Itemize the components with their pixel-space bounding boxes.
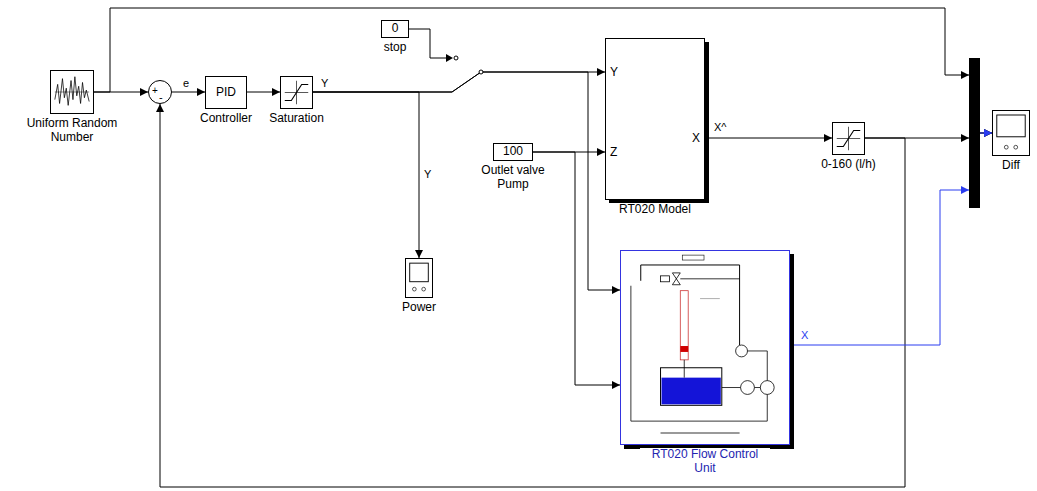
mux-input-arrow — [961, 71, 969, 79]
model-subsystem: YZXRT020 Model — [605, 38, 705, 200]
saturation-icon — [833, 123, 864, 154]
signal-line — [790, 133, 992, 345]
scope-block: Power — [405, 258, 433, 298]
signal-line — [313, 72, 605, 92]
port-label: Y — [610, 66, 618, 80]
block-label: Uniform Random Number — [22, 117, 122, 145]
switch-contact — [446, 54, 453, 62]
block-label: 0-160 (l/h) — [804, 158, 894, 172]
block-label: Diff — [986, 159, 1036, 173]
port-label: X — [692, 132, 700, 146]
signal-line — [705, 138, 832, 139]
flow-unit-illustration — [621, 251, 789, 444]
constant-block: 0stop — [381, 20, 409, 38]
signal-line — [160, 104, 905, 487]
switch-pivot — [479, 70, 483, 74]
block-label: Controller — [186, 112, 266, 126]
block-label: Saturation — [257, 112, 337, 126]
mux-input-arrow — [961, 134, 969, 142]
block-label: RT020 Flow Control Unit — [640, 448, 770, 476]
block-value: 100 — [494, 145, 532, 159]
mux-bar — [969, 58, 980, 208]
scope-icon — [993, 111, 1029, 155]
block-label: stop — [370, 41, 420, 55]
saturation-block: 0-160 (l/h) — [832, 122, 865, 155]
sum-circle: +- — [148, 80, 172, 104]
signal-name: Y — [423, 168, 432, 180]
signal-line — [247, 92, 280, 93]
scope-icon — [406, 259, 432, 297]
constant-block: 100Outlet valve Pump — [493, 143, 533, 161]
saturation-icon — [281, 77, 312, 108]
switch-contact — [454, 56, 458, 60]
block-value: PID — [206, 86, 246, 100]
port-label: Z — [610, 146, 617, 160]
random-signal-icon — [51, 71, 93, 113]
block-label: RT020 Model — [600, 203, 710, 217]
random-source-block: Uniform Random Number — [50, 70, 94, 114]
pid-block: PIDController — [205, 76, 247, 109]
signal-name: Y — [320, 77, 329, 89]
block-label: Power — [389, 301, 449, 315]
signal-line — [172, 92, 205, 93]
signal-name: X^ — [713, 121, 728, 133]
block-label: Outlet valve Pump — [477, 164, 549, 192]
signal-name: X — [800, 329, 809, 341]
mux-input-arrow — [961, 186, 969, 194]
signal-line — [313, 72, 620, 290]
port-label: + — [152, 85, 158, 97]
block-value: 0 — [382, 22, 408, 36]
port-label: - — [159, 91, 163, 104]
saturation-block: Saturation — [280, 76, 313, 109]
flow-unit-subsystem: RT020 Flow Control Unit — [620, 250, 790, 445]
scope-block: Diff — [992, 110, 1030, 156]
signal-name: e — [182, 77, 190, 89]
signal-line — [94, 8, 992, 133]
